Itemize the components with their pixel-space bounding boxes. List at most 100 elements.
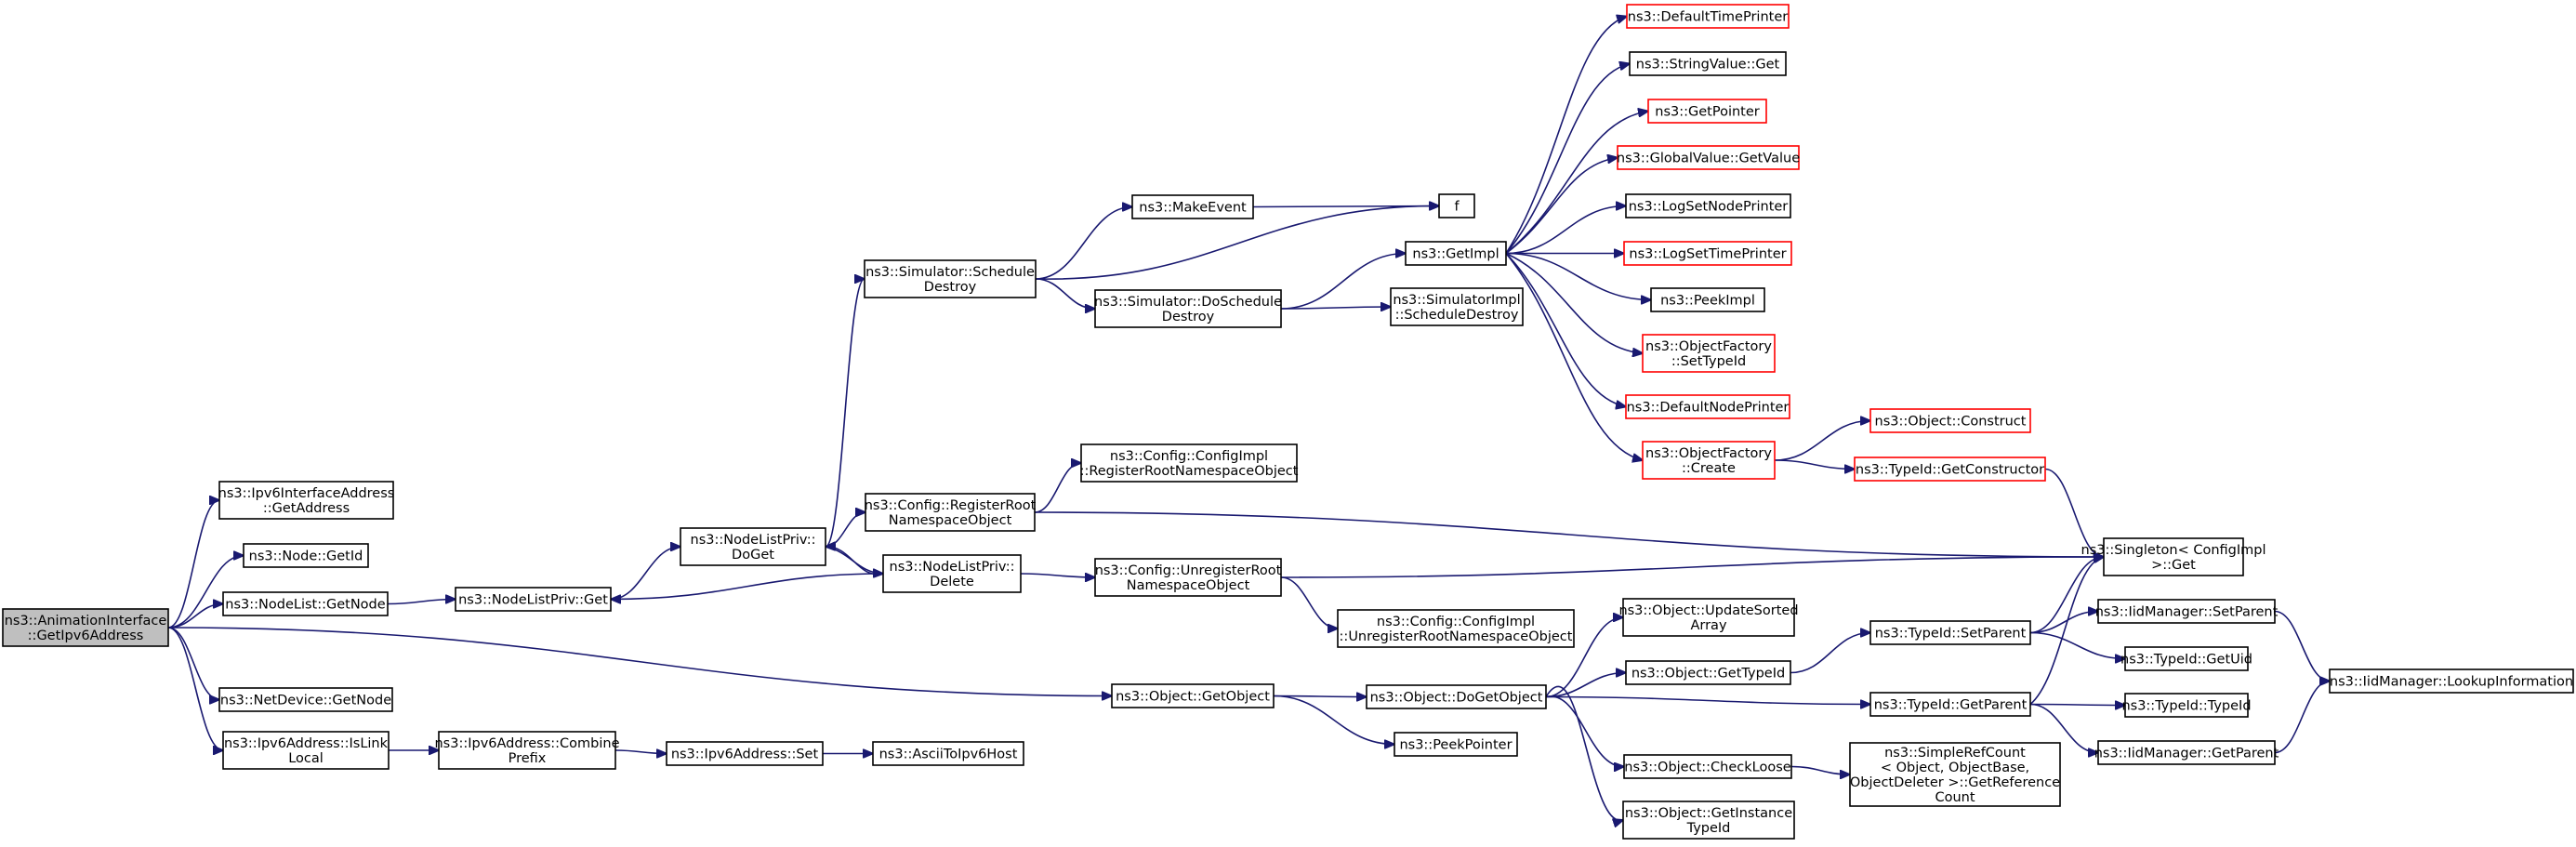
node-box	[222, 591, 389, 616]
node-box	[1854, 457, 2046, 482]
node-defaultnodeprinter[interactable]: ns3::DefaultNodePrinter	[1625, 394, 1790, 419]
node-logsetnodeprinter[interactable]: ns3::LogSetNodePrinter	[1625, 193, 1791, 218]
edge-getimpl-to-defaulttimeprinter	[1505, 17, 1627, 254]
edge-cfg-unregroot-to-singleton-get	[1280, 557, 2104, 578]
edge-sim-scheddestroy-to-f	[1035, 205, 1439, 280]
node-getpointer[interactable]: ns3::GetPointer	[1647, 99, 1767, 124]
node-label-line: ns3::Config::UnregisterRoot	[1095, 563, 1282, 578]
node-obj-dogetobject[interactable]: ns3::Object::DoGetObject	[1366, 684, 1547, 709]
node-root[interactable]: ns3::AnimationInterface::GetIpv6Address	[2, 608, 169, 647]
node-box	[1623, 754, 1792, 779]
node-box	[2, 608, 169, 647]
node-box	[1623, 241, 1792, 266]
node-obj-construct[interactable]: ns3::Object::Construct	[1869, 408, 2031, 433]
node-globalvalue-getvalue[interactable]: ns3::GlobalValue::GetValue	[1617, 145, 1800, 170]
node-box	[1617, 145, 1800, 170]
node-iidmgr-lookupinfo[interactable]: ns3::IidManager::LookupInformation	[2329, 668, 2574, 694]
node-label-line: Local	[288, 751, 324, 766]
edge-getimpl-to-logsetnodeprinter	[1505, 206, 1626, 255]
node-netdev-getnode[interactable]: ns3::NetDevice::GetNode	[218, 687, 393, 712]
node-ipv6if-getaddr[interactable]: ns3::Ipv6InterfaceAddress::GetAddress	[218, 481, 395, 520]
node-nlp-get[interactable]: ns3::NodeListPriv::Get	[455, 587, 612, 612]
edge-makeevent-to-f	[1252, 206, 1439, 207]
node-label-line: NamespaceObject	[889, 513, 1012, 528]
node-peekpointer[interactable]: ns3::PeekPointer	[1394, 732, 1518, 757]
edge-nodelist-getnode-to-nlp-get	[387, 600, 456, 605]
node-ipv6-set[interactable]: ns3::Ipv6Address::Set	[666, 741, 824, 766]
node-label-line: ::ScheduleDestroy	[1395, 308, 1519, 323]
node-label-line: ns3::NetDevice::GetNode	[220, 694, 391, 708]
node-peekimpl[interactable]: ns3::PeekImpl	[1650, 287, 1765, 312]
node-simimpl-scheddestroy[interactable]: ns3::SimulatorImpl::ScheduleDestroy	[1390, 287, 1524, 326]
node-nlp-doget[interactable]: ns3::NodeListPriv::DoGet	[680, 527, 826, 566]
edge-root-to-ipv6if-getaddr	[167, 500, 219, 629]
node-objfactory-create[interactable]: ns3::ObjectFactory::Create	[1642, 441, 1776, 480]
node-label-line: ns3::SimpleRefCount	[1884, 746, 2026, 761]
edge-arrow	[1280, 307, 1391, 309]
edge-arrow	[167, 556, 244, 629]
edge-arrow	[1774, 459, 1855, 470]
edge-arrow	[2029, 631, 2125, 659]
edge-sim-doscheddestroy-to-simimpl-scheddestroy	[1280, 307, 1391, 309]
node-iidmgr-setparent[interactable]: ns3::IidManager::SetParent	[2095, 599, 2279, 624]
node-sim-scheddestroy[interactable]: ns3::Simulator::ScheduleDestroy	[864, 259, 1037, 298]
node-objfactory-settypeid[interactable]: ns3::ObjectFactory::SetTypeId	[1642, 334, 1776, 373]
edge-arrow	[1774, 421, 1870, 461]
edge-arrow	[1790, 633, 1870, 674]
node-cfgimpl-regroot[interactable]: ns3::Config::ConfigImpl::RegisterRootNam…	[1080, 443, 1299, 483]
node-label-line: DoGet	[732, 548, 774, 562]
edge-arrow	[825, 279, 865, 548]
node-defaulttimeprinter[interactable]: ns3::DefaultTimePrinter	[1626, 4, 1790, 29]
node-label-line: >::Get	[2151, 558, 2196, 573]
node-typeid-getuid[interactable]: ns3::TypeId::GetUid	[2120, 646, 2252, 671]
edge-arrow	[387, 600, 456, 605]
node-cfgimpl-unregroot[interactable]: ns3::Config::ConfigImpl::UnregisterRootN…	[1337, 609, 1575, 648]
edge-sim-doscheddestroy-to-getimpl	[1280, 254, 1406, 310]
node-label-line: ns3::Simulator::Schedule	[865, 265, 1035, 280]
node-label-line: ::GetIpv6Address	[28, 629, 144, 643]
node-f[interactable]: f	[1438, 193, 1475, 218]
node-box	[1869, 620, 2031, 645]
node-nlp-delete[interactable]: ns3::NodeListPriv::Delete	[882, 554, 1022, 593]
node-obj-gettypeid[interactable]: ns3::Object::GetTypeId	[1625, 660, 1791, 685]
edge-arrow	[167, 500, 219, 629]
node-box	[1094, 558, 1282, 597]
node-ascii-ipv6host[interactable]: ns3::AsciiToIpv6Host	[872, 741, 1024, 766]
edge-arrow	[1790, 765, 1850, 775]
edge-arrow	[1252, 206, 1439, 207]
edge-arrow	[1545, 685, 1623, 820]
node-typeid-getparent[interactable]: ns3::TypeId::GetParent	[1869, 692, 2031, 717]
node-simplerefcount[interactable]: ns3::SimpleRefCount< Object, ObjectBase,…	[1849, 742, 2061, 807]
edge-arrow	[1280, 254, 1406, 310]
node-obj-getobject[interactable]: ns3::Object::GetObject	[1111, 683, 1275, 708]
edge-arrow	[2029, 705, 2125, 706]
node-typeid-typeid[interactable]: ns3::TypeId::TypeId	[2121, 693, 2252, 718]
node-typeid-setparent[interactable]: ns3::TypeId::SetParent	[1869, 620, 2031, 645]
node-iidmgr-getparent[interactable]: ns3::IidManager::GetParent	[2094, 740, 2279, 765]
edge-sim-scheddestroy-to-sim-doscheddestroy	[1035, 278, 1095, 309]
edge-nlp-delete-to-cfg-unregroot	[1020, 574, 1095, 577]
node-cfg-regroot[interactable]: ns3::Config::RegisterRootNamespaceObject	[865, 493, 1037, 532]
node-label-line: ns3::GetPointer	[1655, 105, 1760, 120]
node-obj-checkloose[interactable]: ns3::Object::CheckLoose	[1623, 754, 1792, 779]
edge-obj-dogetobject-to-typeid-getparent	[1545, 695, 1870, 705]
edge-root-to-node-getid	[167, 556, 244, 629]
node-typeid-getconstructor[interactable]: ns3::TypeId::GetConstructor	[1854, 457, 2046, 482]
node-logsettimeprinter[interactable]: ns3::LogSetTimePrinter	[1623, 241, 1792, 266]
edge-getimpl-to-getpointer	[1505, 112, 1648, 255]
node-nodelist-getnode[interactable]: ns3::NodeList::GetNode	[222, 591, 389, 616]
node-label-line: ns3::TypeId::SetParent	[1875, 627, 2027, 642]
node-singleton-get[interactable]: ns3::Singleton< ConfigImpl >::Get	[2081, 537, 2266, 576]
node-node-getid[interactable]: ns3::Node::GetId	[243, 543, 369, 568]
node-getimpl[interactable]: ns3::GetImpl	[1405, 241, 1507, 266]
edge-arrow	[1505, 252, 1643, 354]
node-stringvalue-get[interactable]: ns3::StringValue::Get	[1629, 51, 1787, 76]
node-makeevent[interactable]: ns3::MakeEvent	[1131, 194, 1254, 219]
node-cfg-unregroot[interactable]: ns3::Config::UnregisterRootNamespaceObje…	[1094, 558, 1282, 597]
edge-typeid-getparent-to-singleton-get	[2029, 557, 2104, 706]
